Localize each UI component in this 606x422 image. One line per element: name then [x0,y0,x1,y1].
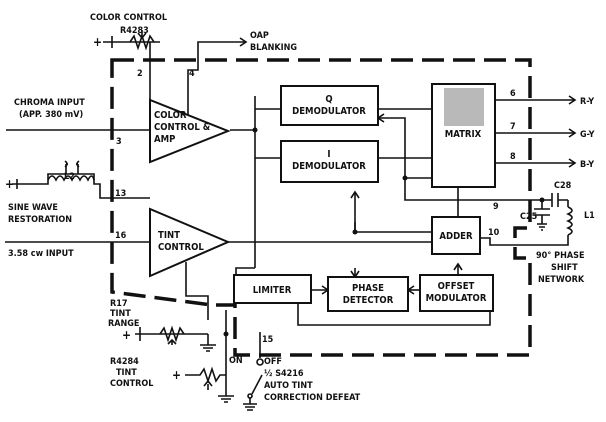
color-control-plus: + [93,35,102,49]
sine-plus: + [5,177,14,191]
color-amp-label-3: AMP [154,134,175,145]
correction-defeat-label: CORRECTION DEFEAT [264,393,361,403]
switch-name-label: ½ S4216 [264,368,304,379]
shift-label: SHIFT [551,263,578,273]
q-demod-label-1: Q [325,94,332,105]
l2-label: L2 [64,172,75,182]
q-demodulator-block [280,85,379,126]
i-demodulator-block [280,140,379,183]
c25-label: C25 [520,212,538,222]
r4284-plus: + [172,368,181,382]
blanking-label: BLANKING [250,43,297,53]
output-b-y: B-Y [580,160,594,170]
restoration-label: RESTORATION [8,215,72,225]
junctions [223,127,545,337]
pin-15: 15 [262,335,274,345]
r4283-label: R4283 [120,26,149,36]
pin-7: 7 [510,122,516,132]
adder-label: ADDER [439,231,473,242]
pin-4: 4 [189,69,195,79]
color-amp-label-2: CONTROL & [154,122,211,133]
limiter-label: LIMITER [253,285,292,296]
pin-9: 9 [493,202,499,212]
sine-wave-label: SINE WAVE [8,203,58,213]
pin-6: 6 [510,89,516,99]
phase-shift-label: 90° PHASE [536,251,584,261]
pin-2: 2 [137,69,143,79]
r4284-control-label: CONTROL [110,379,153,389]
tint-label-1: TINT [158,230,180,241]
oap-label: OAP [250,31,269,41]
i-demod-label-1: I [327,149,330,160]
limiter-block [233,274,312,304]
l1-coil [566,206,573,236]
r17-label: R17 [110,299,128,309]
tint-control-block [149,207,231,278]
phase-detector-block [327,276,409,312]
color-control-amp-block [149,98,231,164]
output-r-y: R-Y [580,97,594,107]
pin-16: 16 [115,231,127,241]
chroma-input-label: CHROMA INPUT [14,98,85,108]
q-demod-label-2: DEMODULATOR [292,106,366,117]
r17-range-label: RANGE [108,319,139,329]
chroma-level-label: (APP. 380 mV) [19,110,83,120]
network-label: NETWORK [538,275,585,285]
pin-13: 13 [115,189,126,199]
pin-3: 3 [116,137,122,147]
color-amp-label-1: COLOR [154,110,187,121]
l2-coil [47,175,95,182]
offset-modulator-label-2: MODULATOR [426,293,487,304]
phase-detector-label-1: PHASE [352,283,384,294]
pin-8: 8 [510,152,516,162]
matrix-label: MATRIX [445,129,482,140]
r17-plus: + [122,328,131,342]
offset-modulator-block [419,274,494,312]
cw-input-label: 3.58 cw INPUT [8,249,74,259]
r4284-tint-label: TINT [116,368,137,378]
r4284-label: R4284 [110,357,139,367]
switch-on-label: ON [229,356,243,366]
color-control-label: COLOR CONTROL [90,13,167,23]
auto-tint-label: AUTO TINT [264,381,313,391]
pin-10: 10 [488,228,500,238]
tint-label-2: CONTROL [158,242,204,253]
switch-off-label: OFF [264,357,282,367]
l1-label: L1 [584,211,595,221]
adder-block [431,216,481,255]
r17-tint-label: TINT [110,309,131,319]
matrix-shading [444,88,484,126]
phase-detector-label-2: DETECTOR [343,295,394,306]
c28-label: C28 [554,181,572,191]
i-demod-label-2: DEMODULATOR [292,161,366,172]
output-g-y: G-Y [580,130,595,140]
offset-modulator-label-1: OFFSET [438,281,475,292]
